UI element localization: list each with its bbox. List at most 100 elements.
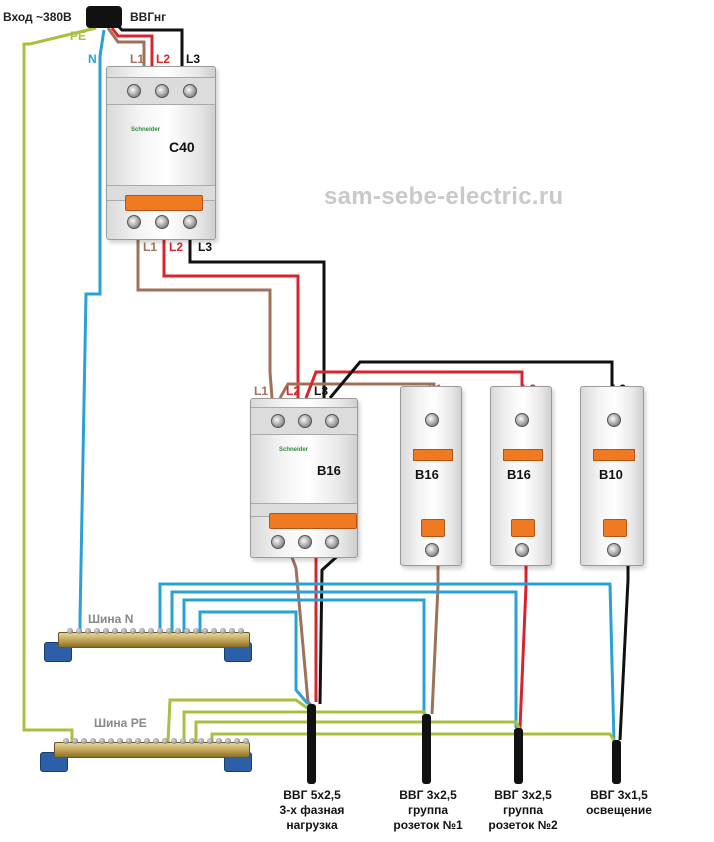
main-out-l2-label: L2 (169, 240, 184, 254)
output-caption-2: ВВГ 3х2,5 группа розеток №1 (382, 788, 474, 833)
busbar-terminal (126, 738, 132, 744)
input-cable-head (86, 6, 122, 28)
breaker-b16-2: B16 (490, 386, 552, 566)
b16-3p-screw (271, 535, 285, 549)
b16-3p-l3-label: L3 (314, 384, 329, 398)
busbar-terminal (103, 628, 109, 634)
output-cable-2 (422, 714, 431, 784)
input-pe-label: PE (70, 29, 87, 43)
output-3-line1: ВВГ 3х2,5 (494, 788, 552, 802)
busbar-terminal (198, 738, 204, 744)
n-wire-cable3 (170, 590, 518, 728)
input-l3-label: L3 (186, 52, 201, 66)
b16-1-screw (425, 543, 439, 557)
b10-toggle[interactable] (603, 519, 627, 537)
n-wire-cable2 (182, 598, 426, 714)
b16-2-screw (515, 543, 529, 557)
busbar-terminal (175, 628, 181, 634)
l2-dist-wire (304, 370, 524, 399)
busbar-terminal (220, 628, 226, 634)
output-1-line1: ВВГ 5х2,5 (283, 788, 341, 802)
main-breaker-rating: C40 (169, 139, 195, 155)
b10-rating: B10 (599, 467, 623, 482)
busbar-terminal (184, 628, 190, 634)
busbar-terminal (153, 738, 159, 744)
b16-3p-l1-label: L1 (254, 384, 269, 398)
busbar-terminal (139, 628, 145, 634)
output-3-line3: розеток №2 (488, 818, 558, 832)
input-l1-label: L1 (130, 52, 145, 66)
busbar-terminal (189, 738, 195, 744)
input-voltage-label: Вход ~380В (3, 10, 72, 24)
b16-1-toggle[interactable] (421, 519, 445, 537)
main-breaker-screw (127, 215, 141, 229)
input-cable-label: ВВГнг (130, 10, 167, 24)
input-n-label: N (88, 52, 97, 66)
busbar-terminal (225, 738, 231, 744)
busbar-terminal (121, 628, 127, 634)
breaker-b16-3pole: Schneider B16 (250, 398, 358, 558)
b10-screw (607, 543, 621, 557)
busbar-terminal (144, 738, 150, 744)
main-breaker-c40: Schneider C40 (106, 66, 216, 240)
busbar-terminal (112, 628, 118, 634)
busbar-terminal (162, 738, 168, 744)
output-cable-3 (514, 728, 523, 784)
l3-input-wire (116, 24, 184, 66)
busbar-terminal (148, 628, 154, 634)
b16-3p-l2-label: L2 (286, 384, 301, 398)
b16-2-toggle[interactable] (511, 519, 535, 537)
b16-3p-brand: Schneider (279, 447, 309, 453)
output-1-line2: 3-х фазная (279, 803, 345, 817)
main-out-l3-label: L3 (198, 240, 213, 254)
busbar-terminal (90, 738, 96, 744)
output-4-line1: ВВГ 3х1,5 (590, 788, 648, 802)
n-busbar (58, 628, 250, 648)
output-cable-4 (612, 740, 621, 784)
b16-3p-screw (325, 414, 339, 428)
output-caption-1: ВВГ 5х2,5 3-х фазная нагрузка (262, 788, 362, 833)
b16-3p-toggle[interactable] (269, 513, 357, 529)
watermark: sam-sebe-electric.ru (324, 183, 564, 210)
pe-wire-cable3 (194, 720, 522, 742)
n-wire-cable4 (158, 582, 616, 743)
pe-busbar (54, 738, 250, 758)
main-breaker-brand: Schneider (131, 127, 161, 133)
busbar-terminal (76, 628, 82, 634)
busbar-terminal (180, 738, 186, 744)
main-out-l1-label: L1 (143, 240, 158, 254)
busbar-terminal (211, 628, 217, 634)
b16-1-rating: B16 (415, 467, 439, 482)
pe-wire-cable4 (210, 732, 618, 745)
busbar-terminal (85, 628, 91, 634)
breaker-b10: B10 (580, 386, 644, 566)
busbar-terminal (229, 628, 235, 634)
busbar-terminal (72, 738, 78, 744)
l3-feed-wire (188, 236, 326, 398)
n-busbar-label: Шина N (88, 612, 134, 626)
busbar-terminal (238, 628, 244, 634)
breaker-b16-1: B16 (400, 386, 462, 566)
busbar-terminal (216, 738, 222, 744)
n-wire-cable1 (198, 610, 310, 705)
l2-feed-wire (162, 236, 300, 398)
busbar-terminal (63, 738, 69, 744)
pe-input-wire (22, 26, 97, 742)
b16-1-label-plate (413, 449, 453, 461)
b10-out (618, 560, 630, 741)
l1-input-wire (106, 27, 146, 66)
busbar-terminal (99, 738, 105, 744)
input-l2-label: L2 (156, 52, 171, 66)
busbar-terminal (157, 628, 163, 634)
b16-2-label-plate (503, 449, 543, 461)
b16-3p-out-l1 (288, 551, 314, 708)
b16-2-out (518, 560, 528, 729)
output-4-line2: освещение (586, 803, 652, 817)
b16-3p-rating: B16 (317, 463, 341, 478)
busbar-terminal (166, 628, 172, 634)
busbar-terminal (207, 738, 213, 744)
output-caption-4: ВВГ 3х1,5 освещение (574, 788, 664, 818)
busbar-terminal (117, 738, 123, 744)
output-2-line2: группа (407, 803, 448, 817)
main-breaker-toggle[interactable] (125, 195, 203, 211)
